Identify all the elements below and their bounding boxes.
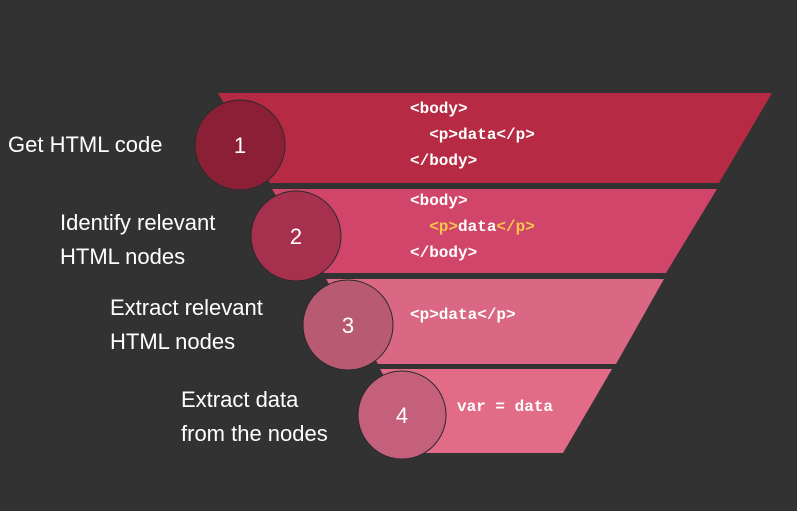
step-label-3-line-2: HTML nodes — [110, 329, 236, 354]
code-token: var = data — [457, 398, 553, 416]
code-token-highlight: </p> — [496, 218, 534, 236]
step-label-2-line-2: HTML nodes — [60, 244, 186, 269]
code-token: <body> — [410, 100, 468, 118]
step-label-4: Extract data from the nodes — [181, 383, 328, 451]
step-label-3-line-1: Extract relevant — [110, 295, 263, 320]
step-circle-1 — [194, 99, 286, 191]
step-circle-4 — [357, 370, 447, 460]
code-token: </body> — [410, 244, 477, 262]
step-label-4-line-1: Extract data — [181, 387, 299, 412]
code-token: </body> — [410, 152, 477, 170]
step-number-1: 1 — [234, 133, 246, 158]
step-number-2: 2 — [290, 224, 302, 249]
funnel-band-2 — [272, 189, 717, 273]
code-token: <p>data</p> — [410, 306, 516, 324]
code-line-2-2: <p>data</p> — [410, 218, 535, 236]
code-token: <p>data</p> — [410, 126, 535, 144]
step-number-4: 4 — [396, 403, 408, 428]
code-token — [410, 218, 429, 236]
step-label-1: Get HTML code — [8, 128, 162, 162]
step-label-1-line-1: Get HTML code — [8, 132, 163, 157]
code-line-2-3: </body> — [410, 244, 477, 262]
code-line-4-1: var = data — [457, 398, 553, 416]
step-label-3: Extract relevant HTML nodes — [110, 291, 263, 359]
code-token: <body> — [410, 192, 468, 210]
step-label-2: Identify relevant HTML nodes — [60, 206, 215, 274]
code-line-3-1: <p>data</p> — [410, 306, 516, 324]
code-line-1-3: </body> — [410, 152, 477, 170]
step-circle-3 — [302, 279, 394, 371]
step-circle-2 — [250, 190, 342, 282]
code-line-1-1: <body> — [410, 100, 468, 118]
code-token: data — [458, 218, 497, 236]
funnel-band-3 — [326, 279, 664, 364]
code-line-1-2: <p>data</p> — [410, 126, 535, 144]
code-line-2-1: <body> — [410, 192, 468, 210]
step-number-3: 3 — [342, 313, 354, 338]
step-label-4-line-2: from the nodes — [181, 421, 328, 446]
code-token-highlight: <p> — [429, 218, 458, 236]
step-label-2-line-1: Identify relevant — [60, 210, 216, 235]
funnel-band-1 — [218, 93, 772, 183]
